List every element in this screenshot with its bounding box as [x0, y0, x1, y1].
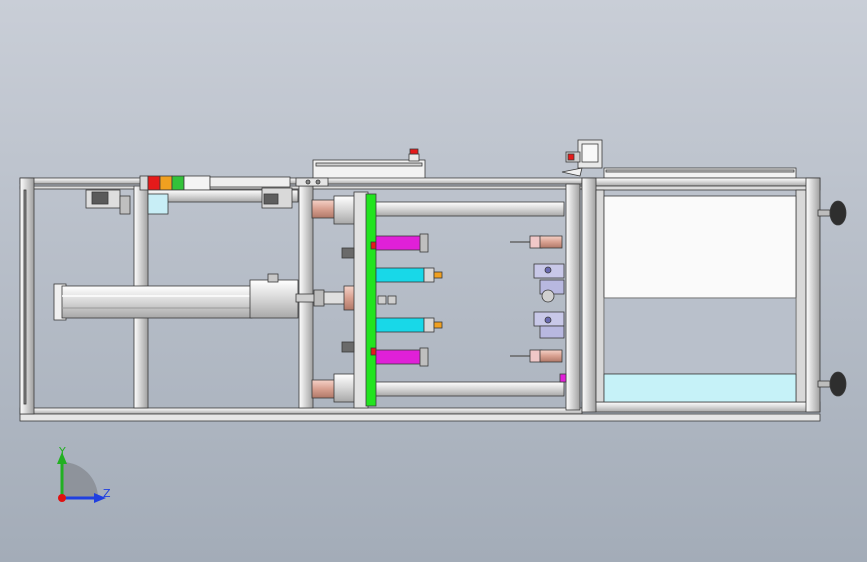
probe-fixture — [510, 235, 567, 383]
axis-label-y: Y — [58, 445, 66, 458]
frame-post — [19, 177, 35, 415]
control-box — [561, 139, 603, 177]
tower-light-icon — [139, 175, 291, 191]
frame-post — [795, 189, 807, 403]
leveling-foot-icon — [817, 200, 847, 226]
axis-label-z: Z — [103, 487, 111, 500]
cyan-cylinder — [375, 267, 443, 283]
coordinate-triad-icon — [57, 452, 106, 503]
right-top-cover — [603, 167, 797, 179]
frame-post — [581, 177, 597, 413]
main-air-cylinder — [53, 273, 357, 321]
window-panel — [603, 195, 797, 299]
emergency-stop-icon — [408, 148, 420, 162]
green-plate — [365, 193, 377, 407]
leveling-foot-icon — [817, 371, 847, 397]
magenta-cylinder — [375, 347, 429, 367]
right-frame-bottom-rail — [581, 401, 821, 413]
water-tank — [603, 373, 797, 403]
right-frame-top-rail — [581, 177, 821, 187]
cyan-cylinder — [375, 317, 443, 333]
frame-post — [595, 189, 605, 403]
frame-post — [805, 177, 821, 413]
machine-assembly — [19, 139, 847, 422]
frame-post — [565, 183, 581, 411]
bottom-rail — [19, 407, 583, 415]
magenta-cylinder — [375, 233, 429, 253]
